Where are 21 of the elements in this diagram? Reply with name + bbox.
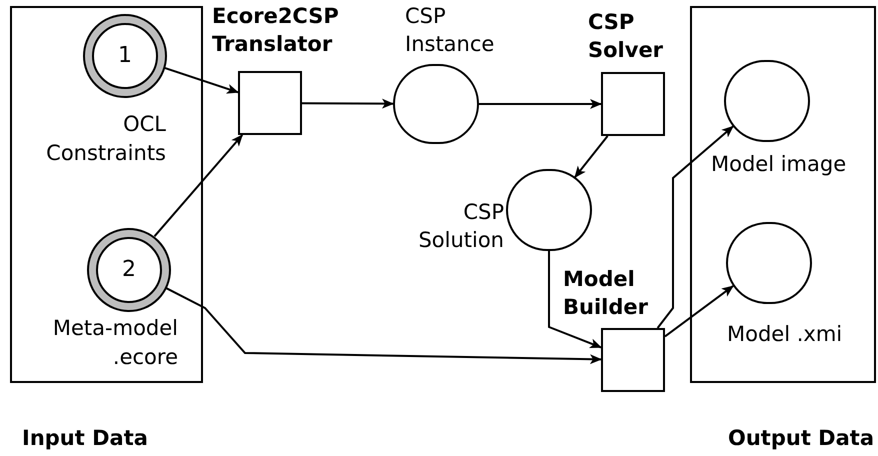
arrow [154,134,244,237]
arrow [656,126,734,329]
arrow [302,98,394,109]
node-label: Model .xmi [727,321,844,348]
node-label: Input Data [22,425,149,452]
node-label: Model image [711,151,848,178]
node-label: CSP Instance [405,3,496,58]
node-caption: Meta-model .ecore [52,315,178,371]
node-caption: OCL Constraints [45,111,166,167]
node-label: Model Builder [563,266,649,321]
arrow [164,286,602,364]
node-number: 2 [122,259,136,281]
arrow [664,285,734,338]
arrow [479,99,602,109]
arrow [548,250,602,348]
node-label: Ecore2CSP Translator [212,3,340,58]
node-label: CSP Solver [588,9,664,64]
node-number: 1 [118,45,132,67]
node-label: Output Data [727,425,874,452]
arrow [574,135,608,178]
node-label: CSP Solution [417,199,504,254]
